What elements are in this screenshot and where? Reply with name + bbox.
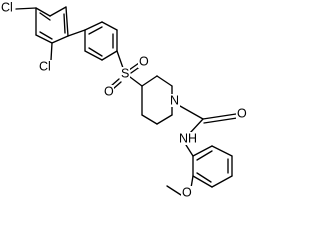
ring-b-bond (101, 21, 118, 31)
ether-oxygen-text: O (182, 185, 192, 199)
ring-c-double-bond (196, 150, 213, 161)
s-o-double-bond (112, 81, 122, 90)
atom-label-layer: Cl Cl S O O N O NH (0, 0, 247, 199)
chloro-top-label: Cl (0, 0, 15, 15)
sulfonyl-oxygen-upper-label: O (138, 54, 149, 68)
bond-layer (15, 6, 238, 196)
ring-a-bond (35, 34, 53, 44)
c-cl-bond (15, 7, 37, 10)
chloro-ortho-label: Cl (38, 59, 53, 74)
biaryl-bond (67, 29, 86, 37)
c-s-bond (116, 50, 124, 69)
carbonyl-oxygen-text: O (237, 106, 247, 120)
ring-a-bond (49, 6, 67, 17)
ring-a-bond (51, 35, 69, 44)
n-carbonyl-bond (179, 105, 204, 120)
ring-b-double-bond (88, 26, 103, 35)
amide-nitrogen-text: NH (179, 131, 197, 145)
ring-a-bond (65, 6, 69, 37)
sulfur-text: S (121, 66, 129, 80)
ring-c-double-bond (196, 172, 212, 183)
sulfur-label: S (120, 66, 130, 80)
carbonyl-oxygen-label: O (236, 106, 247, 120)
o-ch3-bond (166, 185, 182, 196)
ring-c-bond (211, 145, 233, 157)
amide-nitrogen-label: NH (178, 131, 197, 145)
piperidine-bond (141, 114, 158, 125)
s-o-double-bond (128, 62, 140, 71)
piperidine-nitrogen-label: N (169, 93, 180, 107)
nh-aryl-bond (185, 144, 194, 157)
ring-c-bond (211, 175, 233, 188)
piperidine-nitrogen-text: N (170, 93, 179, 107)
ring-b-double-bond (88, 47, 103, 57)
piperidine-bond (156, 114, 173, 125)
s-o-double-bond (110, 78, 120, 87)
sulfonyl-oxygen-lower-text: O (104, 84, 114, 98)
c-cl-bond (50, 42, 53, 61)
chemical-structure-diagram: Cl Cl S O O N O NH (0, 0, 247, 199)
ring-b-bond (84, 21, 103, 31)
ring-c-bond (192, 175, 213, 188)
sulfonyl-oxygen-lower-label: O (103, 84, 114, 98)
ring-c-bond (192, 145, 213, 157)
piperidine-bond (156, 75, 173, 87)
ring-a-bond (35, 7, 51, 17)
s-c-bond (129, 76, 143, 87)
chloro-ortho-text: Cl (39, 59, 51, 73)
sulfonyl-oxygen-upper-text: O (139, 54, 149, 68)
carbonyl-double-bond (203, 117, 238, 124)
ring-b-bond (101, 50, 118, 61)
carbonyl-double-bond (202, 113, 237, 120)
ring-a-double-bond (39, 31, 53, 40)
ring-b-bond (84, 50, 103, 61)
ring-a-double-bond (63, 13, 66, 34)
carbonyl-n-bond (189, 118, 204, 134)
ether-oxygen-label: O (181, 185, 192, 199)
ring-a-double-bond (39, 12, 51, 21)
chloro-top-text: Cl (1, 0, 13, 14)
piperidine-bond (141, 75, 158, 87)
